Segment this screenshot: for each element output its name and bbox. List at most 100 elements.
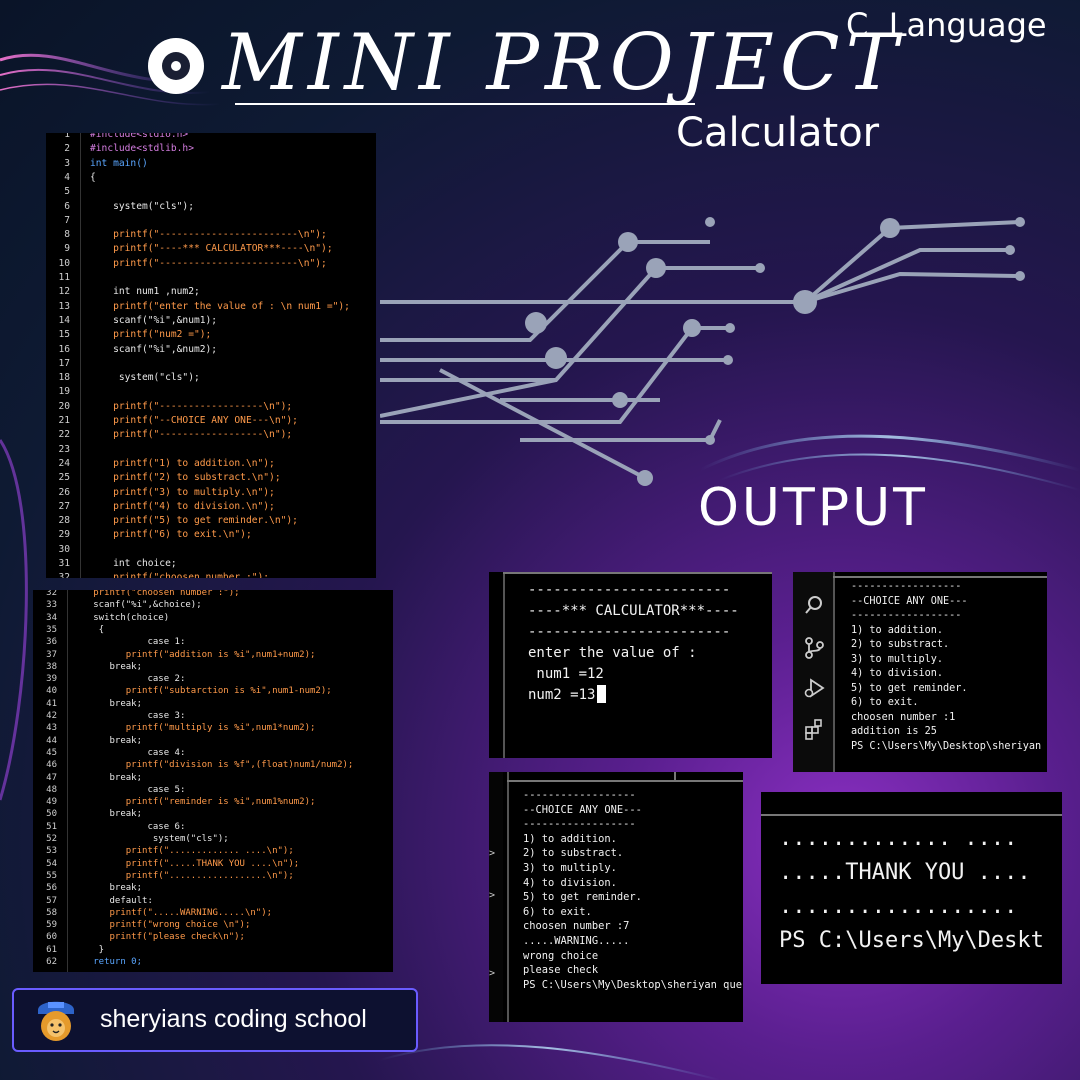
terminal-calculator-input: ----------------------------*** CALCULAT… [489,572,772,758]
code-line: printf("------------------------\n"); [90,229,327,241]
code-line: system("cls"); [90,200,194,212]
terminal-line: ------------------------ [528,624,731,640]
code-line: #include<stdlib.h> [90,143,194,155]
line-number: 23 [58,443,70,455]
disc-logo-icon [148,38,204,94]
line-number: 47 [46,772,57,783]
code-line: printf("addition is %i",num1+num2); [77,649,316,660]
terminal-line: ------------------ [523,789,636,801]
terminal-line: enter the value of : [528,645,697,661]
line-number: 42 [46,711,57,721]
line-number: 8 [64,229,70,241]
terminal-warning-output: > > > --------------------CHOICE ANY ONE… [489,772,743,1022]
code-line: printf("------------------\n"); [90,429,293,441]
terminal-line: 1) to addition. [851,624,944,636]
code-line: break; [77,883,143,894]
line-number: 34 [46,612,57,623]
school-name: sheryians coding school [100,1005,367,1033]
line-number: 38 [46,661,57,672]
line-number: 35 [46,624,57,635]
code-line: case 5: [77,784,186,795]
line-number: 27 [58,500,70,512]
terminal-line: PS C:\Users\My\Desktop\sheriyan q [851,740,1047,752]
line-number: 24 [58,457,70,469]
code-line: printf("2) to substract.\n"); [90,472,281,484]
gutter: > > > [489,772,503,1022]
code-line: int num1 ,num2; [90,286,200,298]
terminal-line: PS C:\Users\My\Desktop\sheriyan ques [523,978,743,991]
line-number: 41 [46,698,57,709]
code-line: printf("wrong choice \n"); [77,920,251,931]
circuit-graphic [380,217,1025,486]
title-underline [235,103,695,105]
code-line: scanf("%i",&choice); [77,600,202,611]
line-number: 14 [58,314,70,326]
line-number: 32 [58,572,70,578]
line-number: 50 [46,809,57,820]
terminal-line: ------------------ [851,581,962,592]
terminal-line: 2) to substract. [851,639,950,650]
code-line: printf("division is %f",(float)num1/num2… [77,760,354,771]
line-number: 33 [46,600,57,611]
terminal-line: 2) to substract. [523,847,624,860]
code-line: case 2: [77,674,186,685]
terminal-line: 6) to exit. [851,697,919,708]
line-number: 1 [64,133,70,140]
line-number: 44 [46,735,57,746]
code-line: printf("------------------\n"); [90,400,293,412]
line-number: 31 [58,558,70,569]
line-number: 7 [64,214,70,226]
terminal-line: please check [523,964,599,977]
terminal-line: 1) to addition. [523,832,617,845]
line-number: 49 [46,797,57,808]
code-line: printf(".....WARNING.....\n"); [77,907,273,918]
line-number: 22 [58,429,70,441]
terminal-line: ------------------ [851,610,962,621]
code-line: break; [77,809,143,820]
code-editor-bottom: 32 printf("choosen number :");33 scanf("… [33,590,393,972]
code-line: printf("------------------------\n"); [90,257,327,269]
code-line: switch(choice) [77,612,170,623]
line-number: 53 [46,846,57,857]
terminal-line: choosen number :7 [523,920,630,933]
line-number: 25 [58,472,70,484]
lion-avatar-icon [38,1001,74,1041]
code-line: printf("4) to division.\n"); [90,500,275,512]
line-number: 60 [46,932,57,943]
line-number: 59 [46,920,57,931]
terminal-line: 5) to get reminder. [851,682,968,694]
line-number: 13 [58,300,70,312]
line-number: 58 [46,907,57,918]
source-control-icon[interactable] [803,636,825,660]
line-number: 32 [46,590,57,598]
line-number: 40 [46,686,57,697]
code-line: printf("6) to exit.\n"); [90,529,252,541]
run-debug-icon[interactable] [803,676,827,700]
line-number: 18 [58,372,70,384]
search-icon[interactable] [803,594,825,616]
terminal-line: 4) to division. [851,668,944,679]
extensions-icon[interactable] [803,718,827,742]
line-number: 19 [58,386,70,398]
line-number: 46 [46,760,57,771]
code-line: scanf("%i",&num1); [90,314,218,326]
terminal-line: choosen number :1 [851,711,956,723]
terminal-line: PS C:\Users\My\Deskt [779,928,1044,953]
code-line: case 4: [77,747,186,758]
line-number: 36 [46,637,57,648]
terminal-line: --CHOICE ANY ONE--- [851,595,968,607]
terminal-line: 6) to exit. [523,905,592,918]
code-line: printf("..................\n"); [77,870,294,881]
code-line: printf("please check\n"); [77,932,245,943]
terminal-addition-output: ------------------ --CHOICE ANY ONE--- ---… [793,572,1047,772]
code-line: scanf("%i",&num2); [90,343,218,355]
code-line: break; [77,735,143,746]
terminal-line: num1 =12 [528,666,604,682]
line-number: 48 [46,784,57,795]
code-line: case 3: [77,711,186,721]
line-number: 2 [64,143,70,155]
code-line: system("cls"); [77,834,229,844]
code-line: printf("--CHOICE ANY ONE---\n"); [90,415,298,426]
line-number: 26 [58,486,70,498]
